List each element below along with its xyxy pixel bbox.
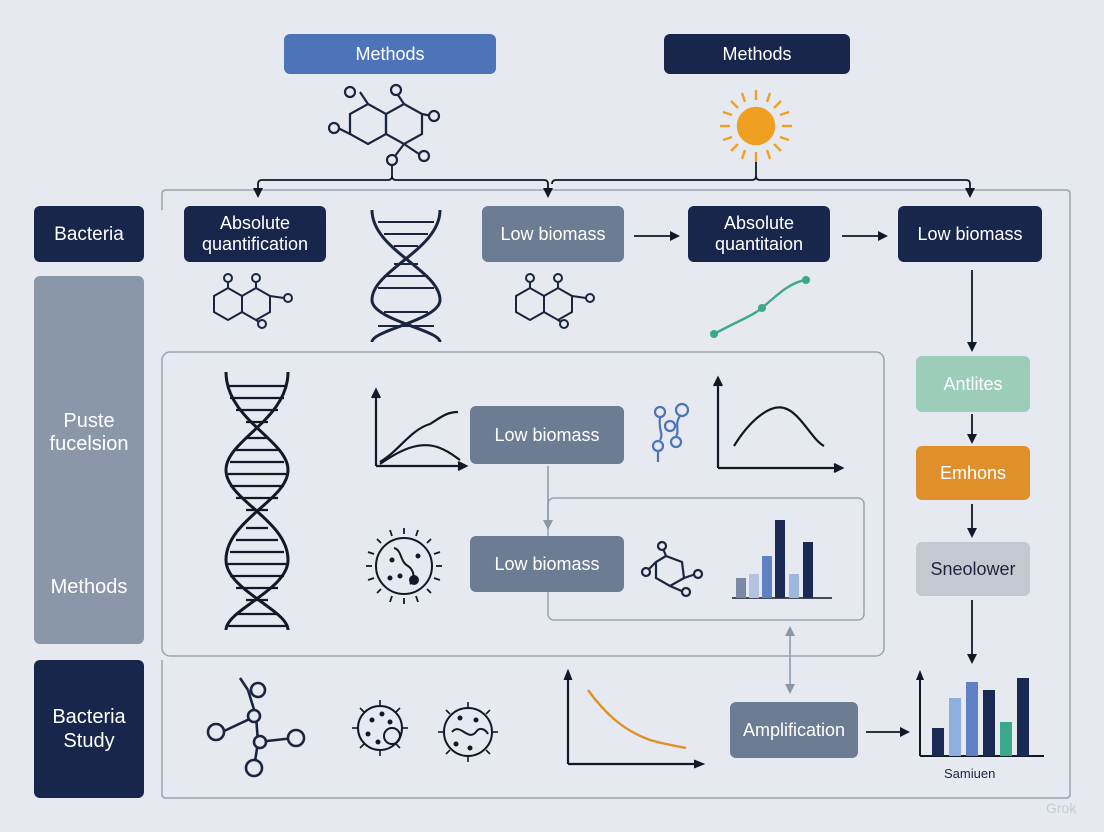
low-biomass-box-mid-a: Low biomass [470, 406, 624, 464]
molecule-icon-small-1 [213, 273, 293, 329]
sun-icon [720, 90, 792, 162]
middle-frame [161, 351, 885, 657]
blue-molecule-icon [651, 402, 690, 462]
molecule-icon-mid [640, 540, 704, 598]
line-chart-icon-2 [713, 375, 845, 473]
sneolower-box: Sneolower [916, 542, 1030, 596]
watermark: Grok [1046, 800, 1077, 816]
absolute-quantification-box: Absolute quantification [184, 206, 326, 262]
bar-chart-icon-bottom [916, 670, 1044, 757]
bar-chart-caption: Samiuen [944, 766, 996, 781]
low-biomass-box-2: Low biomass [898, 206, 1042, 262]
bacteria-icon-3 [438, 702, 498, 762]
line-chart-icon-1 [371, 387, 469, 471]
sidebar-middle-bottom-label: Methods [50, 576, 128, 598]
absolute-quantitation-box: Absolute quantitaion [688, 206, 830, 262]
arrow-double-up [785, 626, 795, 636]
dna-icon-top [370, 209, 442, 343]
molecule-icon [327, 83, 441, 167]
low-biomass-box-1: Low biomass [482, 206, 624, 262]
sidebar-middle-panel [34, 276, 144, 644]
molecule-icon-small-2 [515, 273, 595, 329]
top-connectors [253, 160, 975, 198]
methods-header-right: Methods [664, 34, 850, 74]
amplification-box: Amplification [730, 702, 858, 758]
low-biomass-box-mid-b: Low biomass [470, 536, 624, 592]
emhons-box: Emhons [916, 446, 1030, 500]
teal-curve-icon [710, 276, 810, 338]
bacteria-icon-2 [352, 700, 408, 756]
curve-chart-icon [563, 668, 706, 769]
antlites-box: Antlites [916, 356, 1030, 412]
sidebar-bacteria-study: Bacteria Study [34, 660, 144, 798]
dna-icon-large [224, 371, 290, 631]
sidebar-bacteria: Bacteria [34, 206, 144, 262]
molecule-icon-bottom [206, 677, 306, 778]
sidebar-middle-top-label: Puste fucelsion [49, 410, 129, 455]
outer-frame [161, 189, 1071, 799]
bar-chart-icon-mid [732, 520, 832, 599]
methods-header-left: Methods [284, 34, 496, 74]
bacteria-icon-1 [366, 528, 442, 604]
